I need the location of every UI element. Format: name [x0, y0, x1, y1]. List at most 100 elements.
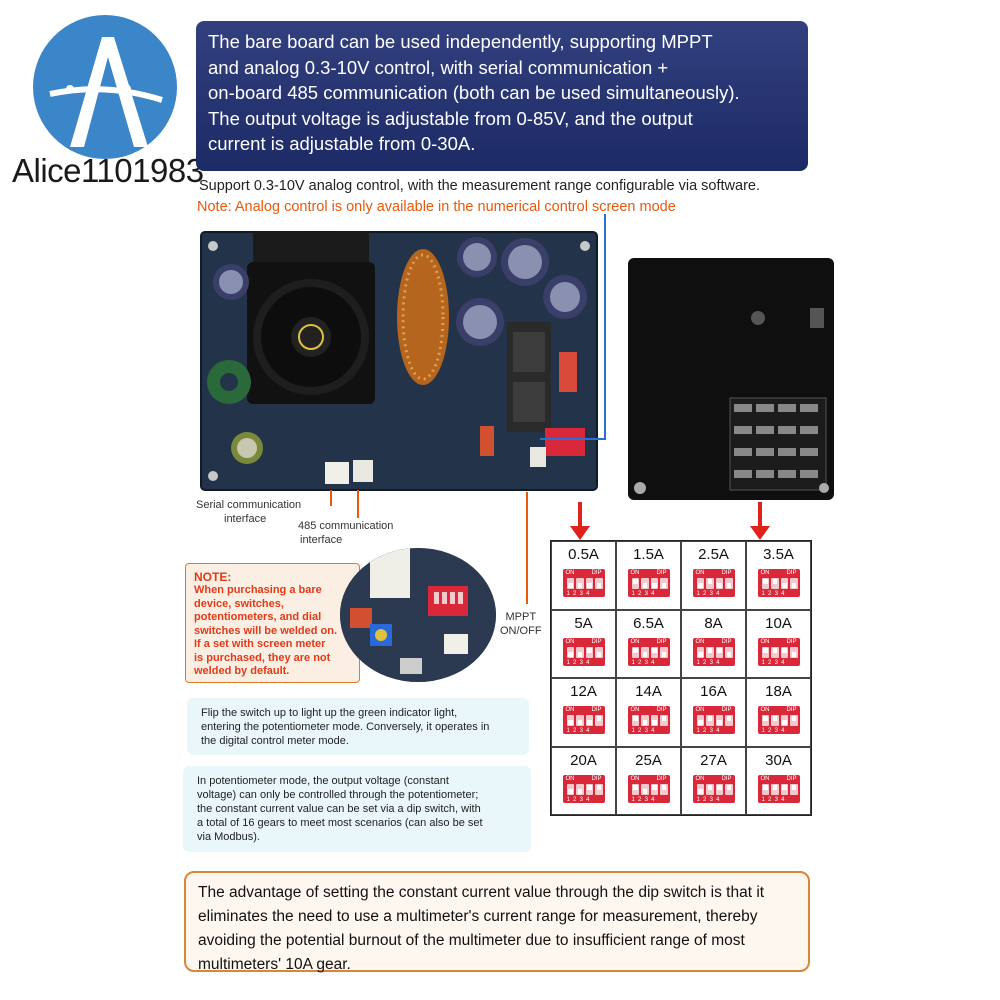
dip-current-value: 10A: [765, 614, 792, 632]
dip-slot: [650, 783, 658, 795]
mppt-switch-label: MPPT ON/OFF: [500, 610, 542, 638]
dip-on-label: ON: [695, 775, 705, 782]
dip-slot: [790, 646, 798, 658]
dip-slot: [761, 646, 769, 658]
connector-line: [604, 214, 606, 440]
dip-current-value: 18A: [765, 683, 792, 700]
dip-label: DIP: [721, 775, 732, 782]
dip-on-label: ON: [630, 775, 640, 782]
dip-numbers: 1234: [631, 591, 658, 597]
dip-slot: [631, 783, 639, 795]
connector-line: [540, 438, 606, 440]
dip-on-label: ON: [565, 775, 575, 782]
dip-on-label: ON: [760, 570, 770, 576]
advantage-line: avoiding the potential burnout of the mu…: [198, 932, 745, 949]
info-line: via Modbus).: [197, 831, 260, 843]
logo-text: Alice1101983: [12, 152, 204, 189]
dip-on-label: ON: [695, 707, 705, 713]
note-line: potentiometers, and dial: [194, 611, 322, 623]
dip-slot: [771, 646, 779, 658]
dip-label: DIP: [786, 570, 797, 576]
dip-label: DIP: [786, 775, 797, 782]
dip-slot: [696, 783, 704, 795]
dip-slot: [790, 783, 798, 795]
dip-slot: [595, 646, 603, 658]
dip-slot: [576, 715, 584, 726]
dip-slot: [771, 578, 779, 589]
dip-slot: [780, 646, 788, 658]
dip-numbers: 1234: [761, 728, 788, 734]
dip-slot: [576, 578, 584, 589]
note-line: If a set with screen meter: [194, 638, 326, 650]
dip-label: DIP: [786, 707, 797, 713]
dip-on-label: ON: [695, 570, 705, 576]
dip-slot: [631, 715, 639, 726]
dip-slot: [576, 783, 584, 795]
note-body: When purchasing a bare device, switches,…: [194, 584, 351, 679]
info-line: the constant current value can be set vi…: [197, 803, 481, 815]
note-title: NOTE:: [194, 570, 232, 584]
dip-label: DIP: [656, 775, 667, 782]
dip-slot: [696, 578, 704, 589]
dip-slot: [696, 715, 704, 726]
dip-slot: [660, 646, 668, 658]
dip-label: DIP: [656, 570, 667, 576]
dip-label: DIP: [591, 638, 602, 645]
dip-slot: [585, 646, 593, 658]
potentiometer-info-box: In potentiometer mode, the output voltag…: [183, 766, 531, 852]
serial-interface-label: Serial communication interface: [196, 498, 301, 526]
arrow-down-icon: [750, 502, 770, 540]
advantage-line: The advantage of setting the constant cu…: [198, 884, 765, 901]
dip-numbers: 1234: [761, 659, 788, 666]
dip-slot: [706, 783, 714, 795]
dip-slot: [771, 783, 779, 795]
dip-slot: [650, 578, 658, 589]
label-line: interface: [300, 534, 343, 546]
dip-slot: [660, 578, 668, 589]
board-photo: [200, 231, 598, 491]
dip-numbers: 1234: [696, 659, 723, 666]
dip-slot: [585, 578, 593, 589]
dip-current-value: 0.5A: [568, 546, 599, 563]
dip-current-value: 1.5A: [633, 546, 664, 563]
banner-line: and analog 0.3-10V control, with serial …: [208, 56, 669, 78]
dip-slot: [780, 578, 788, 589]
zoom-detail-photo: [340, 548, 496, 682]
dip-current-value: 25A: [635, 751, 662, 769]
dip-label: DIP: [591, 775, 602, 782]
dip-on-label: ON: [760, 775, 770, 782]
dip-slot: [715, 578, 723, 589]
dip-numbers: 1234: [631, 728, 658, 734]
pointer-line: [357, 490, 359, 518]
dip-label: DIP: [656, 707, 667, 713]
dip-numbers: 1234: [696, 591, 723, 597]
dip-slot: [650, 646, 658, 658]
dip-switch-icon: ON DIP 1234: [627, 706, 670, 734]
note-line: device, switches,: [194, 597, 284, 610]
dip-slot: [780, 783, 788, 795]
dip-slot: [660, 783, 668, 795]
info-line: entering the potentiometer mode. Convers…: [201, 721, 490, 733]
dip-slot: [641, 783, 649, 795]
dip-numbers: 1234: [566, 796, 593, 803]
dip-slot: [771, 715, 779, 726]
dip-numbers: 1234: [566, 659, 593, 666]
dip-slot: [585, 715, 593, 726]
dip-current-value: 27A: [700, 751, 727, 769]
dip-on-label: ON: [630, 707, 640, 713]
logo-a-icon: [33, 15, 177, 159]
